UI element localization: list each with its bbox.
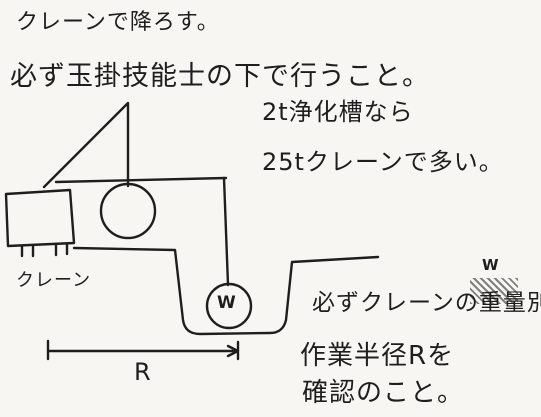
title-note: クレーンで降ろす。 xyxy=(16,10,220,35)
crane-boom xyxy=(42,101,130,189)
radius-label: R xyxy=(134,358,152,386)
crane-wheels xyxy=(20,242,69,258)
weight-correction: W xyxy=(482,256,500,274)
vertical-lift-line xyxy=(222,176,230,287)
weight-label: W xyxy=(217,293,237,313)
check-note-line1: 必ずクレーンの重量別 xyxy=(312,290,541,316)
tank-note: 2t浄化槽なら xyxy=(262,98,414,126)
radius-arrow xyxy=(46,339,240,361)
instruction-note: 必ず玉掛技能士の下で行うこと。 xyxy=(10,61,430,92)
crane-body xyxy=(4,188,76,248)
installed-tank xyxy=(205,282,253,330)
crane-boom-line xyxy=(54,176,228,184)
crane-size-note: 25tクレーンで多い。 xyxy=(262,148,504,176)
strikethrough-mark xyxy=(470,278,518,304)
check-note-line2: 作業半径Rを xyxy=(300,341,455,371)
suspended-tank xyxy=(99,182,157,240)
ground-excavation xyxy=(72,246,380,336)
check-note-line3: 確認のこと。 xyxy=(302,378,465,408)
crane-label: クレーン xyxy=(16,270,92,291)
